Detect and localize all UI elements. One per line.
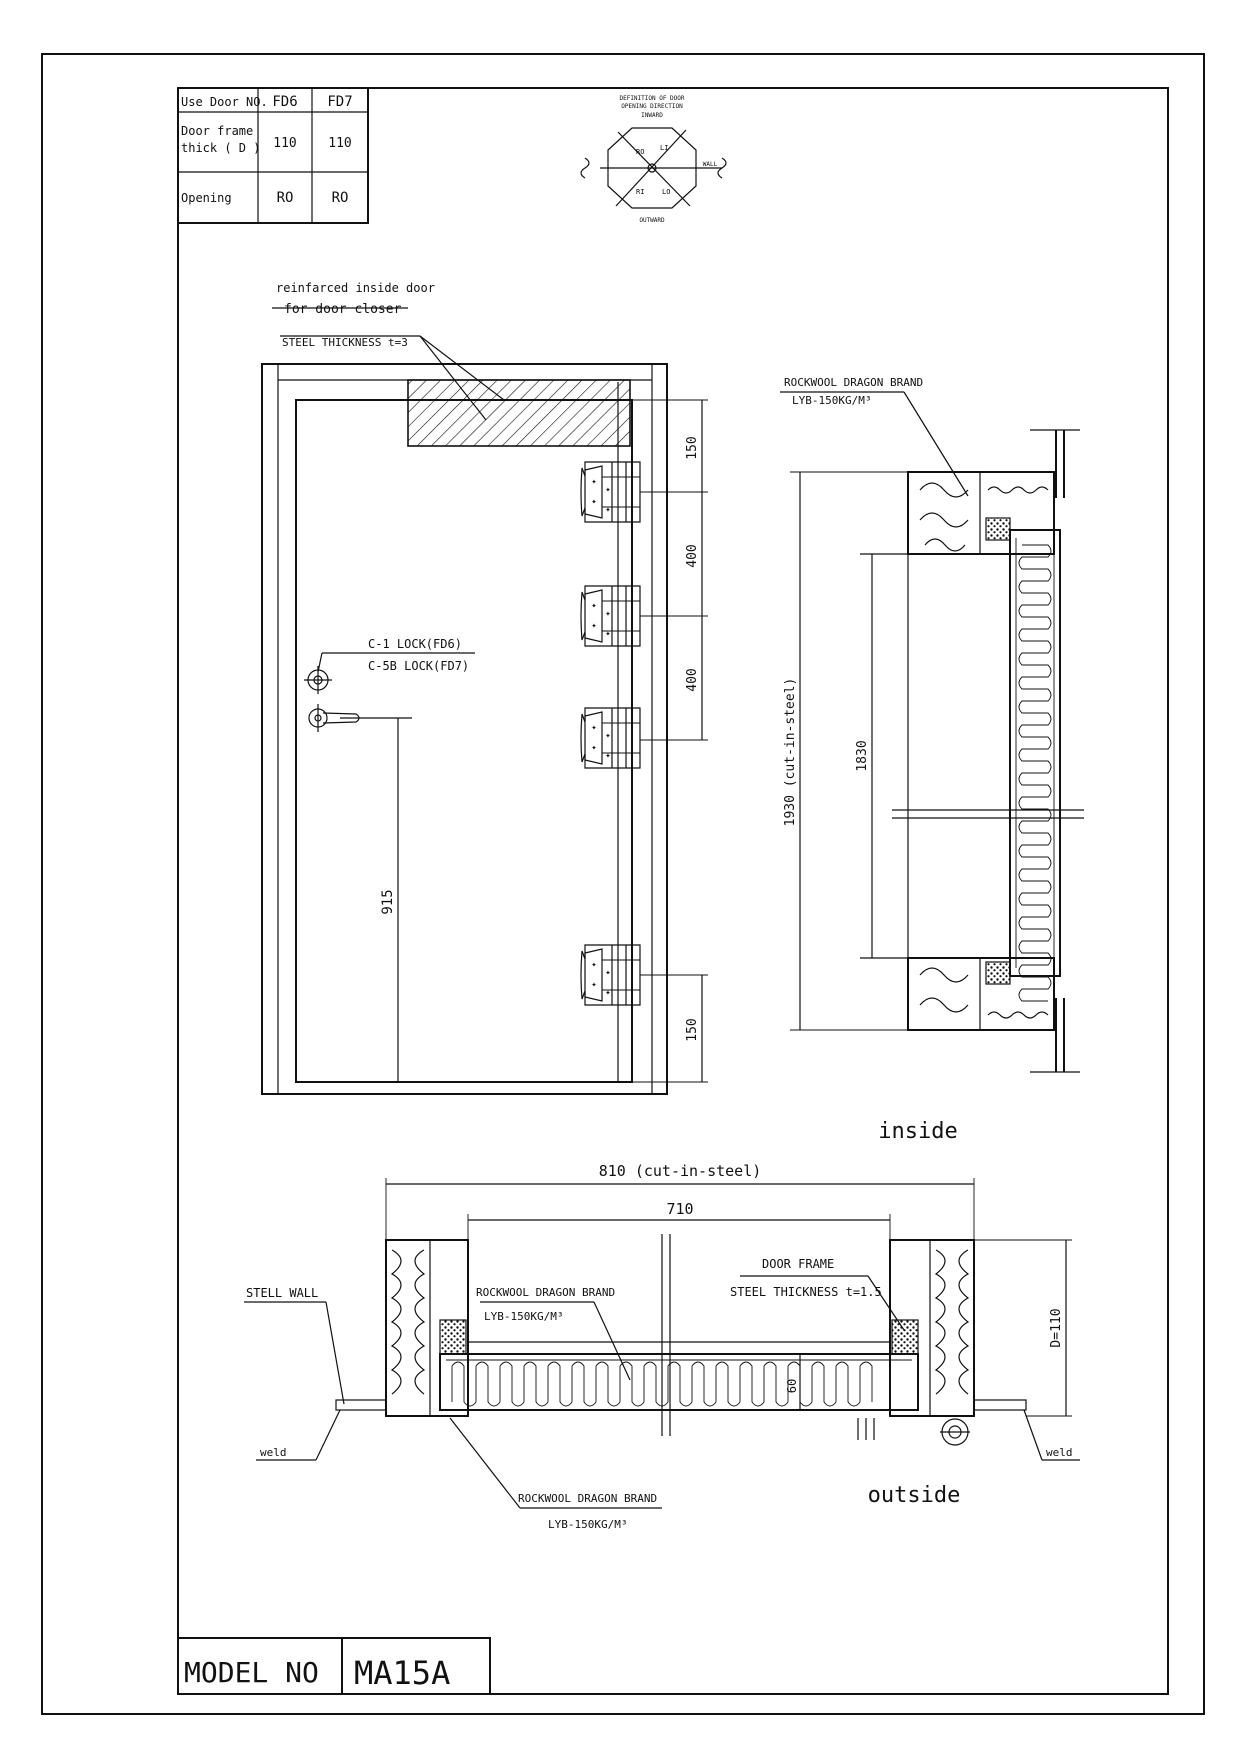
right-wall-plate	[973, 1399, 1027, 1411]
closer-reinforcement-plate	[407, 379, 631, 447]
svg-text:✦: ✦	[591, 601, 597, 611]
hinge-2: ✦ ✦ ✦ ✦	[580, 585, 641, 647]
hinge-1: ✦ ✦ ✦ ✦	[580, 461, 641, 523]
spec-row-opening-fd7: RO	[332, 190, 349, 206]
lock-fd7-label: C-5B LOCK(FD7)	[368, 659, 469, 673]
svg-text:✦: ✦	[605, 968, 611, 978]
svg-text:✦: ✦	[591, 960, 597, 970]
width-total-dim: 810 (cut-in-steel)	[599, 1162, 762, 1180]
opening-wall: WALL	[703, 161, 718, 168]
svg-text:✦: ✦	[605, 609, 611, 619]
opening-quadrant-ro: RO	[636, 148, 644, 156]
plan-rockwool-top-line2: LYB-150KG/M³	[484, 1310, 563, 1323]
svg-text:✦: ✦	[605, 629, 611, 639]
plan-handle-icon	[940, 1418, 970, 1446]
svg-text:✦: ✦	[605, 751, 611, 761]
hinge-top-dim: 150	[685, 436, 700, 459]
spec-row-frame-fd7: 110	[328, 136, 351, 151]
hinge-bottom-dim: 150	[685, 1018, 700, 1041]
svg-text:✦: ✦	[591, 477, 597, 487]
inside-label: inside	[878, 1119, 957, 1144]
opening-quadrant-ri: RI	[636, 188, 644, 196]
lock-height-dim: 915	[380, 889, 396, 914]
weld-left-label: weld	[260, 1446, 287, 1459]
hinge-3: ✦ ✦ ✦ ✦	[580, 707, 641, 769]
door-height-inner-dim: 1830	[855, 740, 870, 771]
spec-row-frame-label-1: Door frame	[181, 124, 253, 138]
door-height-total-dim: 1930 (cut-in-steel)	[783, 678, 798, 827]
side-rockwool-line1: ROCKWOOL DRAGON BRAND	[784, 376, 923, 389]
svg-text:✦: ✦	[605, 988, 611, 998]
stell-wall-label: STELL WALL	[246, 1286, 318, 1300]
title-block: MODEL NO MA15A	[177, 1637, 491, 1695]
svg-text:✦: ✦	[605, 731, 611, 741]
door-elevation: ✦ ✦ ✦ ✦ ✦ ✦ ✦ ✦ ✦ ✦ ✦ ✦ ✦ ✦ ✦ ✦	[261, 281, 708, 1095]
model-no-value: MA15A	[354, 1654, 450, 1692]
plan-rockwool-bottom-line1: ROCKWOOL DRAGON BRAND	[518, 1492, 657, 1505]
plan-rockwool-bottom-line2: LYB-150KG/M³	[548, 1518, 627, 1531]
spec-row-opening-label: Opening	[181, 191, 232, 205]
svg-text:✦: ✦	[591, 621, 597, 631]
spec-row-frame-label-2: thick ( D )	[181, 141, 260, 155]
svg-text:✦: ✦	[591, 723, 597, 733]
inner-border	[177, 87, 1169, 1695]
spec-table: Use Door NO. FD6 FD7 Door frame thick ( …	[177, 87, 369, 224]
plan-door-leaf	[439, 1353, 919, 1411]
spec-row-opening-fd6: RO	[277, 190, 294, 206]
frame-steel-label: STEEL THICKNESS t=1.5	[730, 1285, 882, 1299]
plan-section: inside outside 810 (cut-in-steel) 710	[244, 1119, 1080, 1531]
outside-label: outside	[868, 1483, 961, 1508]
opening-inward: INWARD	[641, 112, 663, 119]
reinforced-note-line1: reinfarced inside door	[276, 281, 435, 295]
door-leaf-section	[1009, 529, 1061, 977]
opening-title-1: DEFINITION OF DOOR	[619, 95, 684, 102]
svg-text:✦: ✦	[605, 505, 611, 515]
hinge-gap2-dim: 400	[685, 668, 700, 691]
opening-outward: OUTWARD	[639, 217, 665, 224]
spec-header-fd6: FD6	[272, 94, 297, 110]
svg-text:✦: ✦	[605, 485, 611, 495]
door-outer-frame	[261, 363, 668, 1095]
panel-thickness-dim: 60	[785, 1379, 799, 1393]
model-no-label: MODEL NO	[184, 1656, 319, 1689]
opening-direction-diagram: DEFINITION OF DOOR OPENING DIRECTION INW…	[580, 95, 727, 224]
opening-quadrant-li: LI	[660, 144, 668, 152]
hinge-gap1-dim: 400	[685, 544, 700, 567]
lock-fd6-label: C-1 LOCK(FD6)	[368, 637, 462, 651]
svg-text:✦: ✦	[591, 980, 597, 990]
side-rockwool-line2: LYB-150KG/M³	[792, 394, 871, 407]
hinge-4: ✦ ✦ ✦ ✦	[580, 944, 641, 1006]
weld-right-label: weld	[1046, 1446, 1073, 1459]
left-wall-plate	[335, 1399, 387, 1411]
reinforced-note-line2: for door closer	[284, 302, 402, 317]
reinforced-steel-note: STEEL THICKNESS t=3	[282, 336, 408, 349]
svg-text:✦: ✦	[591, 743, 597, 753]
opening-title-2: OPENING DIRECTION	[621, 103, 683, 110]
spec-header-fd7: FD7	[327, 94, 352, 110]
plan-rockwool-top-line1: ROCKWOOL DRAGON BRAND	[476, 1286, 615, 1299]
outer-border	[41, 53, 1205, 1715]
spec-row-frame-fd6: 110	[273, 136, 296, 151]
spec-header-label: Use Door NO.	[181, 95, 268, 109]
width-inner-dim: 710	[666, 1200, 693, 1218]
vertical-section: 1930 (cut-in-steel) 1830 ROCKWOOL DRAGON…	[780, 376, 1084, 1073]
opening-quadrant-lo: LO	[662, 188, 670, 196]
door-frame-label: DOOR FRAME	[762, 1257, 834, 1271]
frame-depth-dim: D=110	[1049, 1308, 1064, 1347]
svg-text:✦: ✦	[591, 497, 597, 507]
